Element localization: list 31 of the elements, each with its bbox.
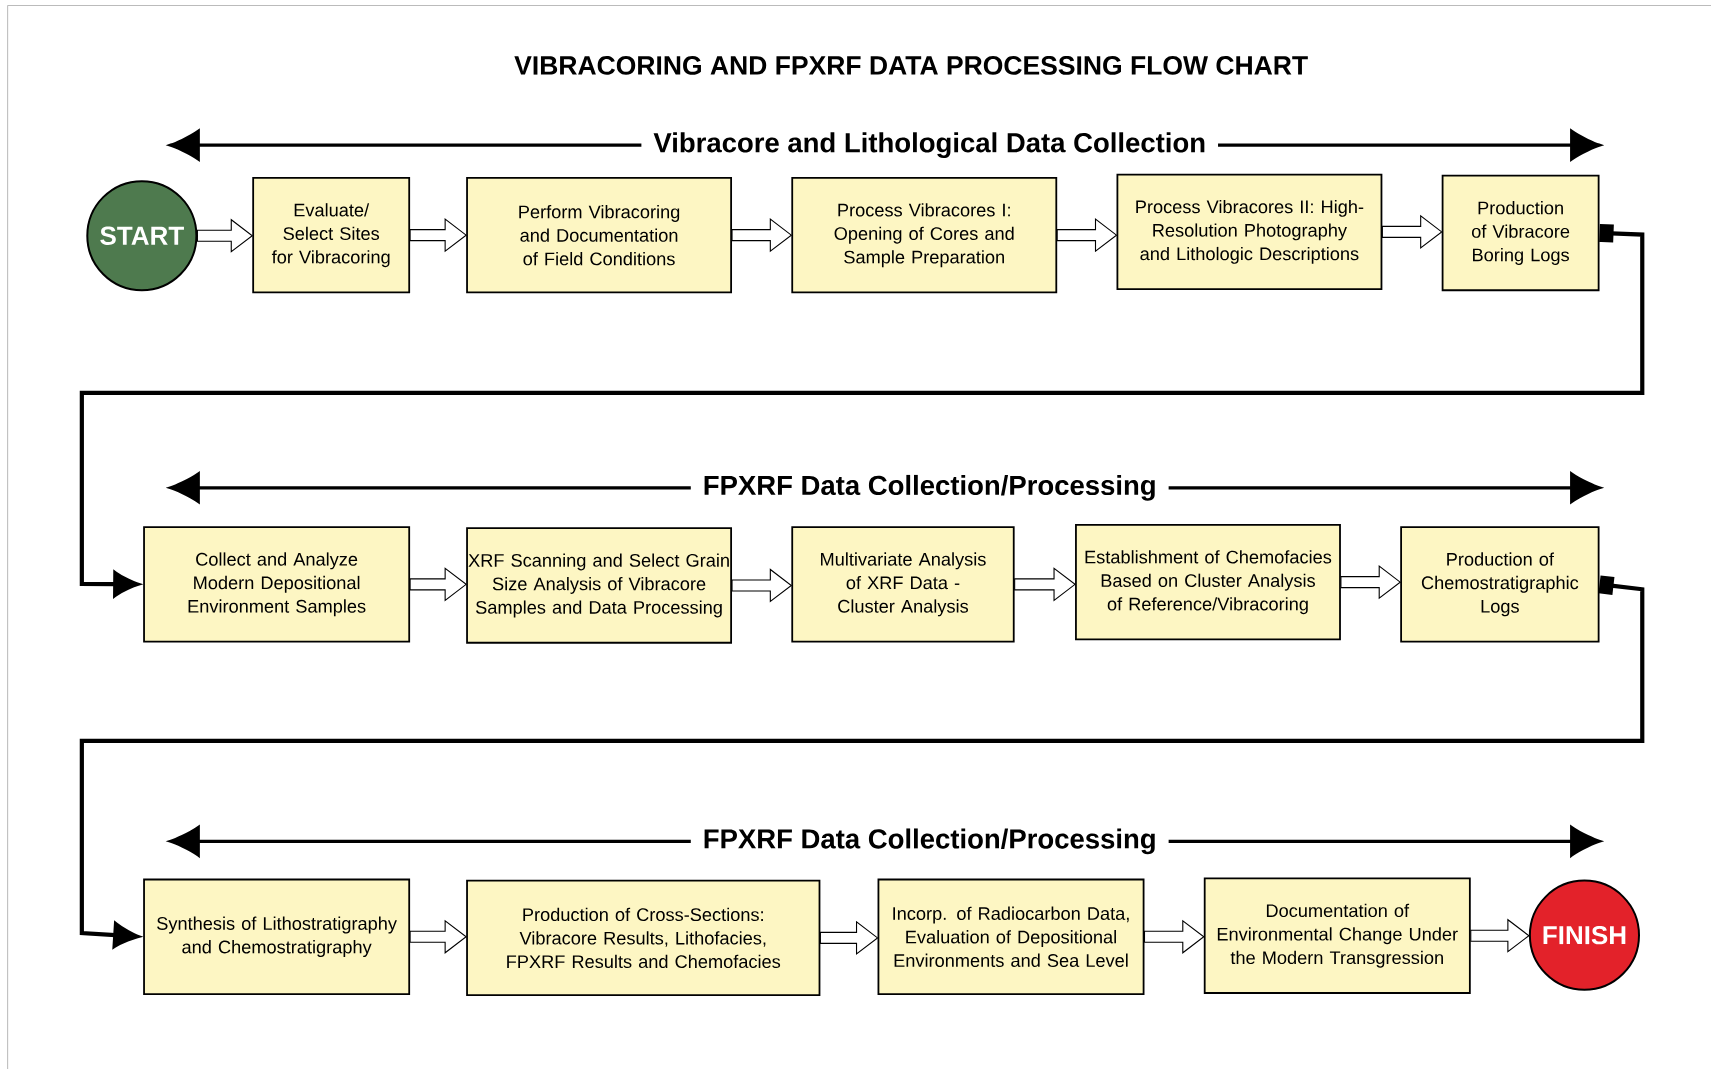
process-box: Documentation of Environmental Change Under the Modern Transgression (1203, 877, 1471, 994)
process-box: Incorp. of Radiocarbon Data, Evaluation of Depositional Environments and Sea Level (877, 878, 1145, 995)
connector-arrow (79, 224, 1645, 597)
flow-title: VIBRACORING AND FPXRF DATA PROCESSING FLOW CHART (514, 56, 1308, 75)
hollow-arrow (1056, 218, 1118, 253)
hollow-arrow (731, 218, 793, 253)
hollow-arrow (731, 568, 793, 603)
hollow-arrow (409, 218, 468, 253)
process-box: Establishment of Chemofacies Based on Cluster Analysis of Reference/Vibracoring (1075, 523, 1341, 641)
process-box: Process Vibracores II: High-Resolution Photography and Lithologic Descriptions (1116, 173, 1383, 291)
hollow-arrow (819, 920, 879, 955)
process-box: Production of Cross-Sections: Vibracore Results, Lithofacies, FPXRF Results and Chemofacies (466, 879, 821, 997)
process-box: Collect and Analyze Modern Depositional Environment Samples (143, 526, 411, 643)
process-box: Evaluate/ Select Sites for Vibracoring (252, 176, 411, 294)
hollow-arrow (196, 218, 254, 253)
process-box: Multivariate Analysis of XRF Data - Cluster Analysis (791, 526, 1015, 643)
section-heading: Vibracore and Lithological Data Collection (641, 128, 1219, 162)
process-box: Perform Vibracoring and Documentation of Field Conditions (466, 176, 732, 294)
connector-arrow (79, 575, 1645, 948)
hollow-arrow (1014, 567, 1076, 602)
hollow-arrow (409, 919, 468, 954)
hollow-arrow (1381, 214, 1443, 249)
hollow-arrow (1340, 565, 1402, 600)
process-box: Production of Chemostratigraphic Logs (1400, 526, 1600, 643)
hollow-arrow (409, 567, 468, 602)
process-box: Synthesis of Lithostratigraphy and Chemostratigraphy (143, 878, 411, 995)
process-box: XRF Scanning and Select Grain Size Analysis of Vibracore Samples and Data Processing (466, 527, 732, 644)
process-box: Production of Vibracore Boring Logs (1441, 174, 1600, 292)
process-box: Process Vibracores I: Opening of Cores and Sample Preparation (791, 176, 1058, 294)
hollow-arrow (1470, 918, 1530, 953)
hollow-arrow (1143, 919, 1205, 954)
